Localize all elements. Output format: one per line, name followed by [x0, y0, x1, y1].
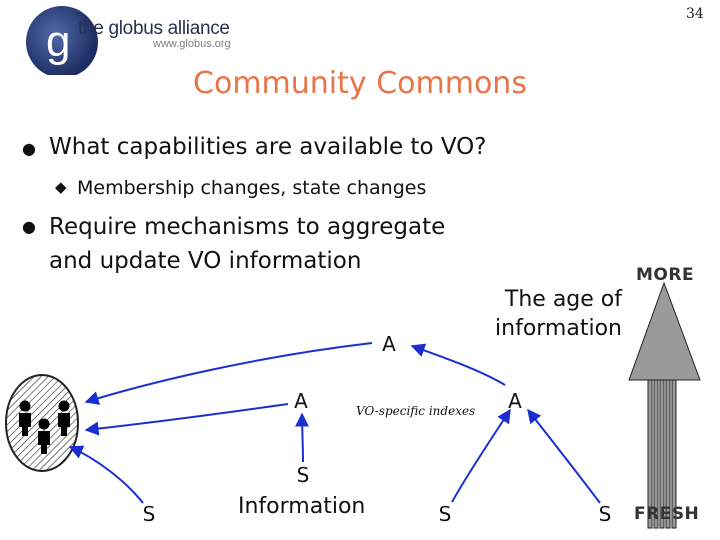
arrow-s-info-to-a-left: [295, 412, 310, 463]
sub-bullet-1: Membership changes, state changes: [77, 177, 427, 199]
arrow-s-mid-to-a-right: [451, 408, 511, 503]
globus-logo: g: [26, 6, 98, 75]
age-of-information-label: The age of information: [470, 285, 622, 343]
logo-url: www.globus.org: [153, 38, 231, 50]
person-icon: [38, 418, 50, 454]
slide-title: Community Commons: [193, 66, 527, 101]
source-node-information: S: [296, 463, 310, 487]
bullet-2-line-2: and update VO information: [49, 248, 362, 274]
logo-letter: g: [46, 17, 70, 66]
source-node-left: S: [142, 502, 156, 526]
fresh-label: FRESH: [634, 504, 700, 524]
bullet-2-line-1: Require mechanisms to aggregate: [49, 214, 446, 240]
arrow-s-right-to-a-right: [527, 408, 601, 504]
age-line-2: information: [495, 316, 622, 341]
source-node-middle: S: [438, 502, 452, 526]
more-label: MORE: [636, 265, 695, 285]
freshness-arrow: [628, 281, 701, 529]
bullet-2: Require mechanisms to aggregate and upda…: [49, 210, 445, 278]
information-label: Information: [238, 494, 366, 519]
person-icon: [19, 400, 31, 436]
age-line-1: The age of: [504, 287, 622, 312]
page-number: 34: [686, 6, 704, 22]
source-node-right: S: [598, 502, 612, 526]
bullet-dot-icon: ●: [22, 139, 36, 158]
arrow-a-top-to-community: [84, 342, 373, 405]
logo-circle: [26, 6, 98, 75]
logo-name: the globus alliance: [78, 18, 230, 39]
person-icon: [58, 400, 70, 436]
arrow-s-to-community: [68, 445, 144, 504]
arrow-a-right-to-a-top: [410, 343, 506, 386]
aggregator-node-left: A: [294, 389, 308, 413]
vo-specific-indexes-label: VO-specific indexes: [356, 404, 476, 418]
arrow-a-left-to-community: [84, 403, 289, 436]
aggregator-node-top: A: [382, 332, 396, 356]
bullet-dot-icon: ●: [22, 217, 36, 236]
aggregator-node-right: A: [508, 389, 522, 413]
sub-bullet-diamond-icon: ◆: [55, 178, 67, 196]
bullet-1: What capabilities are available to VO?: [49, 134, 487, 160]
